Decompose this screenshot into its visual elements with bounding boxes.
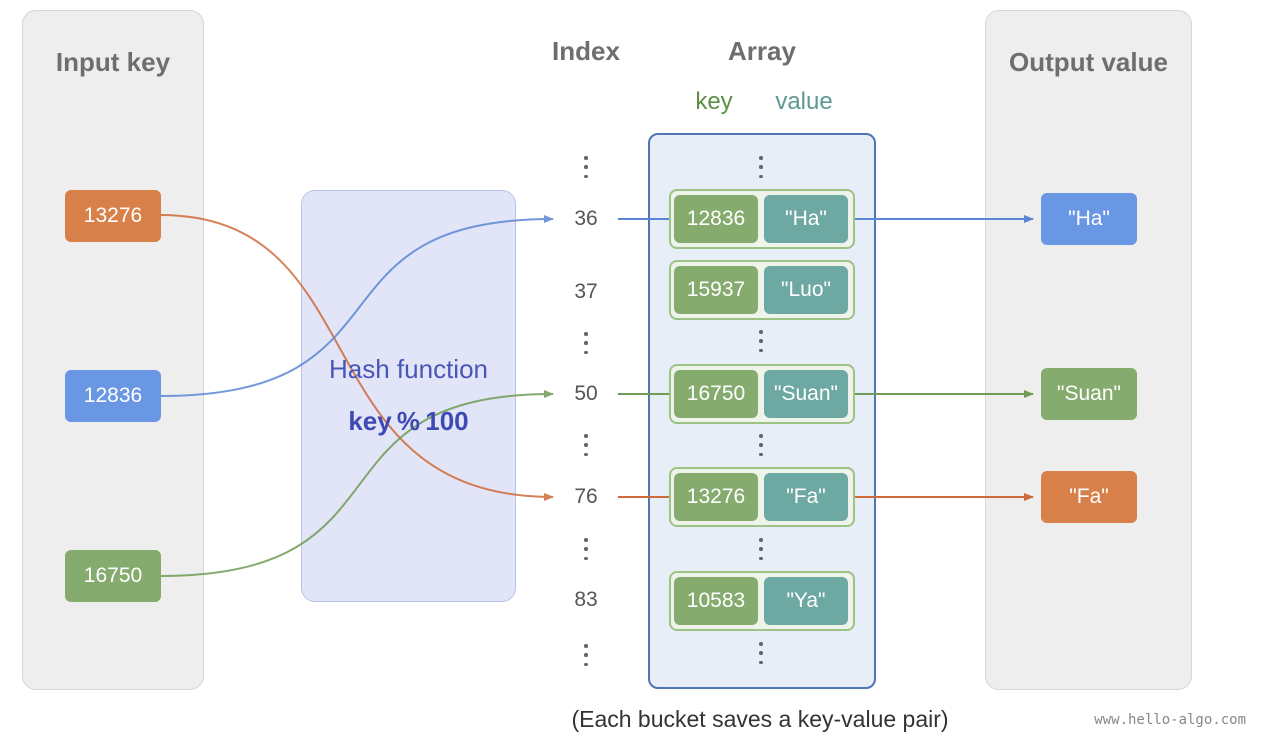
bucket: 10583 "Ya": [669, 571, 855, 631]
bucket: 16750 "Suan": [669, 364, 855, 424]
index-label: 83: [574, 588, 598, 611]
input-key-chip: 13276: [65, 190, 161, 242]
bucket: 12836 "Ha": [669, 189, 855, 249]
array-ellipsis: [757, 642, 765, 664]
index-ellipsis: [582, 332, 590, 354]
bucket-key: 15937: [674, 266, 758, 314]
input-key-chip: 16750: [65, 550, 161, 602]
bucket: 13276 "Fa": [669, 467, 855, 527]
index-ellipsis: [582, 434, 590, 456]
array-header: Array: [728, 36, 796, 66]
bucket-key: 13276: [674, 473, 758, 521]
array-ellipsis: [757, 434, 765, 456]
array-ellipsis: [757, 330, 765, 352]
bucket-key: 10583: [674, 577, 758, 625]
index-label: 76: [574, 485, 598, 508]
bucket-value: "Fa": [764, 473, 848, 521]
array-ellipsis: [757, 156, 765, 178]
bucket-key: 12836: [674, 195, 758, 243]
watermark: www.hello-algo.com: [1094, 712, 1246, 728]
value-header: value: [775, 88, 833, 115]
hash-function-box: [301, 190, 516, 602]
index-header: Index: [552, 36, 620, 66]
output-value-chip: "Ha": [1041, 193, 1137, 245]
index-label: 50: [574, 382, 598, 405]
bucket: 15937 "Luo": [669, 260, 855, 320]
array-ellipsis: [757, 538, 765, 560]
index-label: 36: [574, 207, 598, 230]
index-label: 37: [574, 280, 598, 303]
output-value-title: Output value: [1009, 47, 1168, 77]
curve-16750-to-50: [159, 390, 554, 577]
curve-12836-to-36: [159, 215, 554, 397]
input-key-title: Input key: [55, 47, 171, 77]
output-value-chip: "Fa": [1041, 471, 1137, 523]
key-header: key: [695, 88, 733, 115]
bucket-value: "Ya": [764, 577, 848, 625]
caption: (Each bucket saves a key-value pair): [571, 706, 949, 732]
hash-formula: key % 100: [348, 406, 469, 436]
output-value-panel: Output value: [985, 10, 1192, 690]
bucket-value: "Ha": [764, 195, 848, 243]
hash-function-label: Hash function: [329, 354, 488, 384]
input-key-chip: 12836: [65, 370, 161, 422]
bucket-value: "Luo": [764, 266, 848, 314]
bucket-key: 16750: [674, 370, 758, 418]
curve-13276-to-76: [159, 214, 554, 501]
index-ellipsis: [582, 538, 590, 560]
output-value-chip: "Suan": [1041, 368, 1137, 420]
index-ellipsis: [582, 644, 590, 666]
index-ellipsis: [582, 156, 590, 178]
bucket-value: "Suan": [764, 370, 848, 418]
